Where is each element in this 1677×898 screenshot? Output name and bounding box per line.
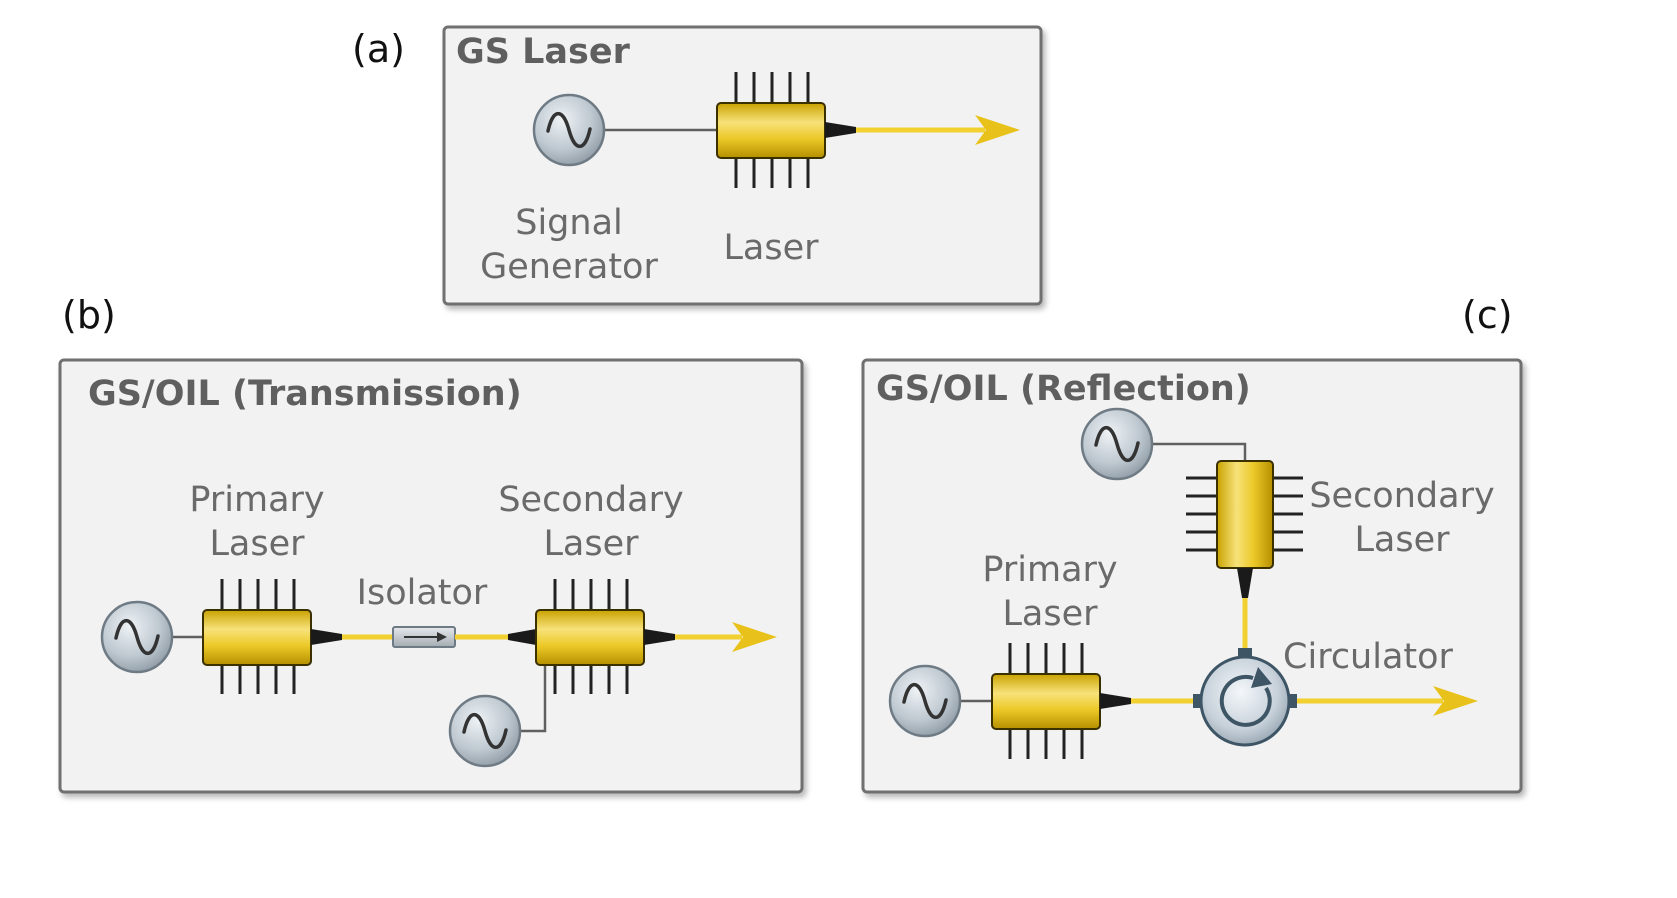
signal-generator-icon [448, 694, 522, 768]
panel-a-title: GS Laser [456, 32, 631, 72]
panel-c-letter: (c) [1462, 293, 1513, 337]
primary-laser-label-line2: Laser [1002, 594, 1098, 634]
laser-input-taper [508, 629, 536, 645]
panel-b-frame [58, 358, 804, 794]
primary-laser-label-line1: Primary [189, 480, 324, 520]
secondary-laser-label-line1: Secondary [498, 480, 683, 520]
signal-generator-icon [532, 93, 606, 167]
laser-pins [734, 72, 810, 188]
signal-generator-label-line2: Generator [480, 247, 658, 287]
panel-b-letter: (b) [62, 293, 116, 337]
laser-output-taper [825, 122, 856, 138]
secondary-laser-pins [553, 579, 629, 694]
panel-c: GS/OIL (Reflection) [861, 358, 1523, 794]
laser-output-taper [1237, 568, 1253, 598]
panel-a-frame [442, 25, 1043, 306]
panel-a: GS Laser Signal Generator Laser [442, 25, 1043, 306]
output-arrow-icon [732, 622, 777, 652]
secondary-laser-label-line1: Secondary [1309, 476, 1494, 516]
secondary-laser-icon [1216, 460, 1274, 569]
signal-generator-icon [1080, 407, 1154, 481]
laser-icon [716, 102, 826, 159]
output-arrow-icon [975, 115, 1020, 145]
wire [1153, 442, 1247, 461]
panel-c-frame [861, 358, 1523, 794]
isolator-label: Isolator [357, 573, 488, 613]
panel-b-title: GS/OIL (Transmission) [88, 374, 522, 414]
isolator-icon [392, 626, 456, 648]
wire [521, 665, 547, 733]
laser-output-taper [311, 629, 342, 645]
primary-laser-icon [991, 673, 1101, 730]
laser-label: Laser [723, 228, 819, 268]
circulator-icon [1193, 648, 1297, 747]
circulator-label: Circulator [1283, 637, 1454, 677]
laser-output-taper [1100, 693, 1131, 709]
secondary-laser-label-line2: Laser [1354, 520, 1450, 560]
primary-laser-pins [1008, 643, 1084, 759]
secondary-laser-label-line2: Laser [543, 524, 639, 564]
primary-laser-icon [202, 609, 312, 666]
primary-laser-pins [220, 579, 296, 694]
signal-generator-label-line1: Signal [515, 203, 623, 243]
panel-a-letter: (a) [352, 27, 405, 71]
panel-b: GS/OIL (Transmission) [58, 358, 804, 794]
signal-generator-icon [888, 664, 962, 738]
primary-laser-label-line2: Laser [209, 524, 305, 564]
output-arrow-icon [1433, 686, 1478, 716]
secondary-laser-pins [1186, 476, 1303, 552]
panel-c-title: GS/OIL (Reflection) [876, 369, 1251, 409]
laser-output-taper [644, 629, 675, 645]
signal-generator-icon [100, 600, 174, 674]
secondary-laser-icon [535, 609, 645, 666]
primary-laser-label-line1: Primary [982, 550, 1117, 590]
